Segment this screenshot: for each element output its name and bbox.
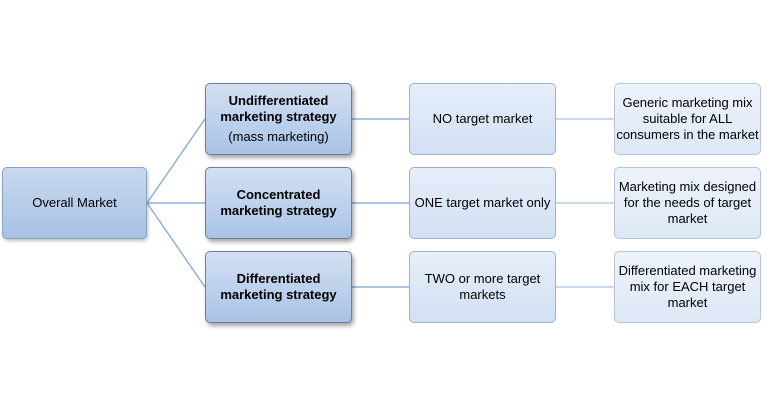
strategy-label: Undifferentiated marketing strategy [220, 93, 337, 124]
undifferentiated-strategy-node: Undifferentiated marketing strategy (mas… [205, 83, 352, 155]
target-market-node-2: TWO or more target markets [409, 251, 556, 323]
connector-root-to-undifferentiated [146, 118, 206, 204]
marketing-mix-label: Marketing mix designed for the needs of … [618, 179, 757, 226]
target-market-label: NO target market [432, 111, 533, 126]
overall-market-node: Overall Market [2, 167, 147, 239]
marketing-mix-node-2: Differentiated marketing mix for EACH ta… [614, 251, 761, 323]
target-market-node-1: ONE target market only [409, 167, 556, 239]
target-market-label: ONE target market only [414, 195, 551, 210]
marketing-mix-node-1: Marketing mix designed for the needs of … [614, 167, 761, 239]
target-market-node-0: NO target market [409, 83, 556, 155]
marketing-mix-label: Generic marketing mix suitable for ALL c… [616, 95, 759, 142]
marketing-mix-label: Differentiated marketing mix for EACH ta… [618, 263, 757, 310]
target-market-label: TWO or more target markets [424, 271, 541, 302]
overall-market-label: Overall Market [32, 195, 117, 210]
strategy-note: (mass marketing) [228, 129, 329, 144]
marketing-mix-node-0: Generic marketing mix suitable for ALL c… [614, 83, 761, 155]
differentiated-strategy-node: Differentiated marketing strategy [205, 251, 352, 323]
strategy-label: Differentiated marketing strategy [220, 271, 337, 302]
strategy-label: Concentrated marketing strategy [220, 187, 337, 218]
connector-root-to-differentiated [146, 202, 206, 288]
concentrated-strategy-node: Concentrated marketing strategy [205, 167, 352, 239]
